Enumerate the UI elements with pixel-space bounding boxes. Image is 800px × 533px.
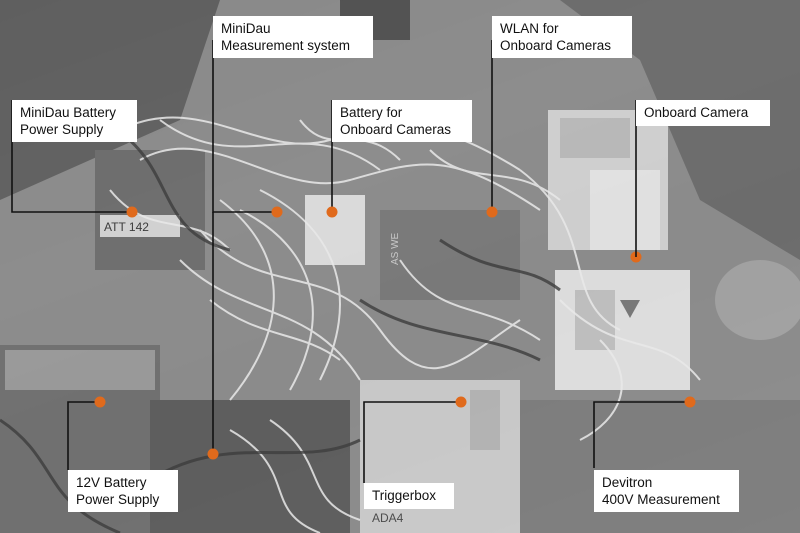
marker-triggerbox xyxy=(455,396,467,408)
svg-text:AS WE: AS WE xyxy=(390,232,401,265)
marker-minidau-battery xyxy=(126,206,138,218)
markers xyxy=(94,206,696,460)
minidau-rack xyxy=(150,400,350,533)
ada-marking: ADA4 xyxy=(372,511,404,525)
label-devitron: Devitron 400V Measurement xyxy=(594,470,739,512)
att-marking: ATT 142 xyxy=(104,220,149,234)
label-triggerbox: Triggerbox xyxy=(364,483,454,509)
leader-12v-battery xyxy=(67,401,100,470)
marker-battery-cameras xyxy=(326,206,338,218)
minidau-battery-box xyxy=(95,150,205,270)
marker-wlan xyxy=(486,206,498,218)
camera-battery xyxy=(305,195,365,265)
marker-12v-battery xyxy=(94,396,106,408)
wlan-unit xyxy=(380,210,520,300)
label-onboard-camera: Onboard Camera xyxy=(636,100,770,126)
label-minidau-battery: MiniDau Battery Power Supply xyxy=(12,100,137,142)
leader-devitron xyxy=(593,401,690,468)
label-wlan: WLAN for Onboard Cameras xyxy=(492,16,632,58)
label-12v-battery: 12V Battery Power Supply xyxy=(68,470,178,512)
marker-minidau-measurement xyxy=(271,206,283,218)
label-battery-cameras: Battery for Onboard Cameras xyxy=(332,100,472,142)
marker-devitron xyxy=(684,396,696,408)
leader-triggerbox xyxy=(363,401,461,483)
marker-minidau-rack xyxy=(207,448,219,460)
label-minidau-measurement: MiniDau Measurement system xyxy=(213,16,373,58)
